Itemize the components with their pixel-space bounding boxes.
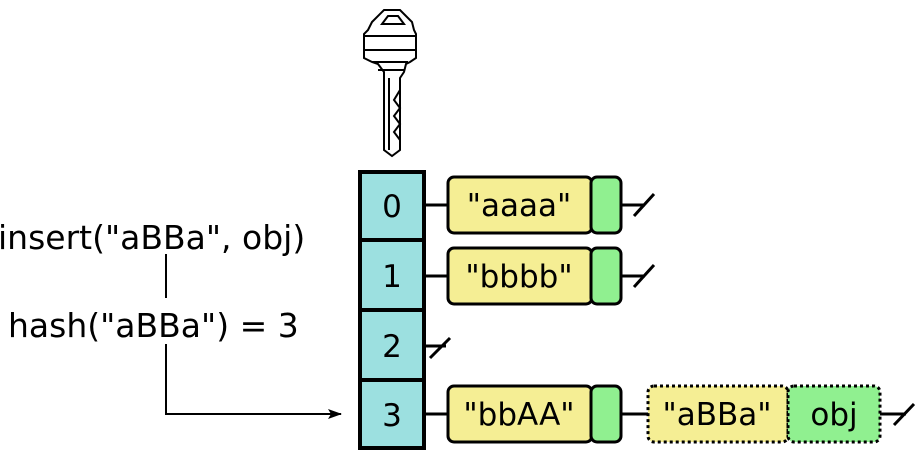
chain-0: "aaaa"	[424, 175, 656, 235]
bucket-index: 2	[382, 329, 402, 365]
bucket-index: 0	[382, 189, 402, 225]
bucket-2: 2	[358, 308, 426, 382]
bucket-array: 0 1 2 3	[358, 170, 426, 450]
null-terminator-icon	[892, 402, 916, 427]
null-terminator-icon	[632, 263, 656, 289]
bucket-0: 0	[358, 170, 426, 242]
chain-node-new: "aBBa" obj	[646, 384, 882, 444]
chain-2	[424, 336, 452, 360]
insert-call-label: insert("aBBa", obj)	[0, 218, 305, 257]
null-terminator-icon	[428, 336, 452, 360]
hash-call-label: hash("aBBa") = 3	[8, 306, 299, 345]
bucket-1: 1	[358, 238, 426, 312]
node-key: "bbbb"	[465, 259, 572, 295]
bucket-3: 3	[358, 378, 426, 450]
null-terminator-icon	[632, 192, 656, 218]
bucket-index: 3	[382, 398, 402, 434]
key-icon	[363, 9, 417, 158]
chain-3: "bbAA" "aBBa" obj	[424, 384, 916, 444]
chain-node: "bbAA"	[446, 384, 623, 444]
chain-1: "bbbb"	[424, 246, 656, 306]
node-value: obj	[810, 397, 857, 433]
chain-node: "bbbb"	[446, 246, 623, 306]
node-key: "aaaa"	[467, 188, 572, 224]
bucket-index: 1	[382, 259, 402, 295]
node-key: "bbAA"	[463, 397, 574, 433]
chain-node: "aaaa"	[446, 175, 623, 235]
node-key: "aBBa"	[662, 397, 771, 433]
flow-arrow	[165, 344, 342, 419]
